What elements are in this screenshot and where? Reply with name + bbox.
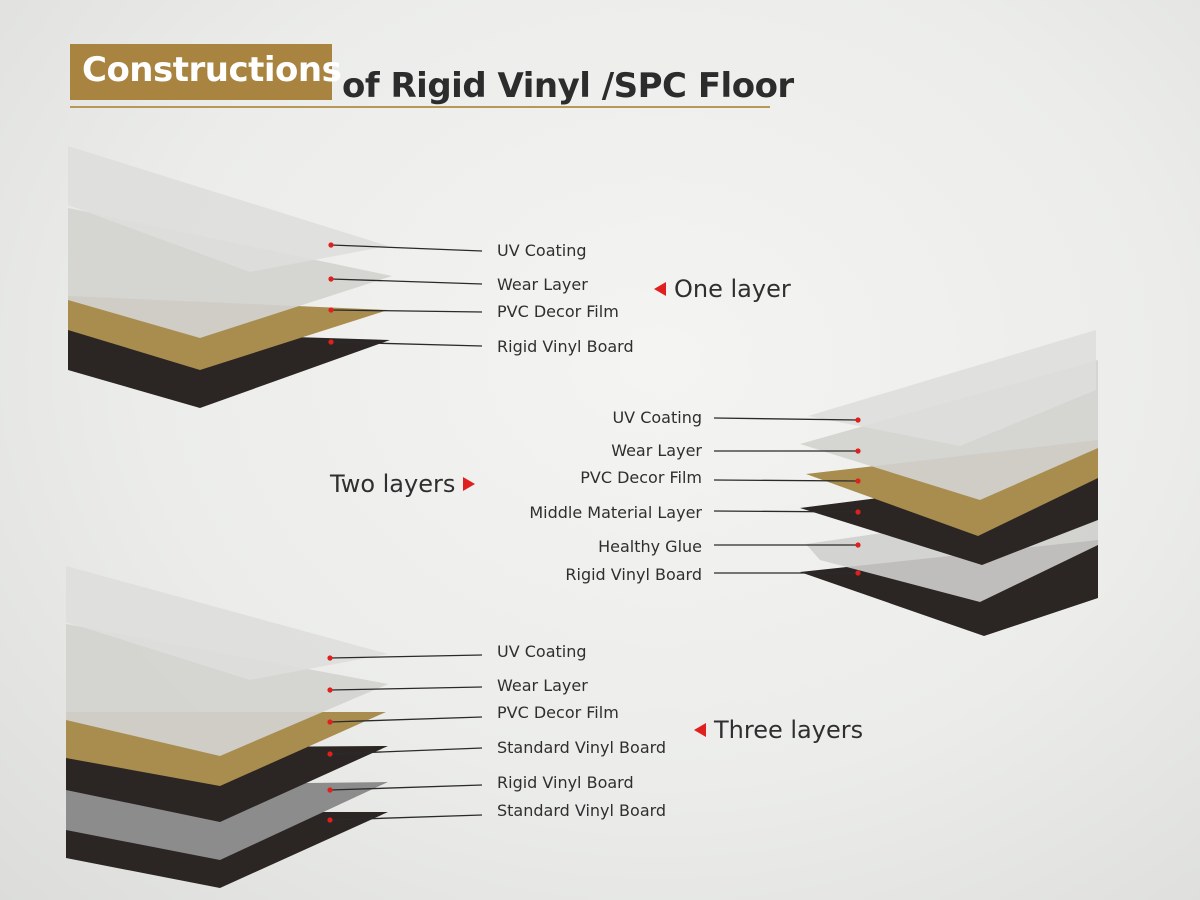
three-layers-group-label: Three layers xyxy=(694,716,863,744)
three-uv-coating-layer xyxy=(66,566,388,680)
three-leader-standard-vinyl-board xyxy=(329,747,483,755)
three-leader-wear-layer xyxy=(329,686,483,691)
two-marker-dot-healthy-glue xyxy=(855,542,861,548)
three-label-bottom-standard-vinyl-board: Standard Vinyl Board xyxy=(497,801,667,820)
three-label-uv-coating: UV Coating xyxy=(497,642,587,661)
one-uv-coating-layer xyxy=(68,146,388,272)
two-label-middle-material-layer: Middle Material Layer xyxy=(529,503,702,522)
title-highlight-text: Constructions xyxy=(82,50,342,90)
three-marker-dot-rigid-vinyl-board xyxy=(327,787,333,793)
two-label-wear-layer: Wear Layer xyxy=(611,441,702,460)
three-marker-dot-wear-layer xyxy=(327,687,333,693)
two-marker-dot-middle-material-layer xyxy=(855,509,861,515)
one-label-pvc-decor-film: PVC Decor Film xyxy=(497,302,619,321)
page-title: Constructions of Rigid Vinyl /SPC Floor xyxy=(70,44,794,124)
two-leader-pvc-decor-film xyxy=(713,479,859,482)
three-label-pvc-decor-film: PVC Decor Film xyxy=(497,703,619,722)
three-layers-group-text: Three layers xyxy=(714,716,864,744)
one-marker-dot-wear-layer xyxy=(328,276,334,282)
two-label-pvc-decor-film: PVC Decor Film xyxy=(580,468,702,487)
three-label-standard-vinyl-board: Standard Vinyl Board xyxy=(497,738,667,757)
three-marker-dot-pvc-decor-film xyxy=(327,719,333,725)
two-label-rigid-vinyl-board: Rigid Vinyl Board xyxy=(565,565,702,584)
three-wear-layer-layer xyxy=(66,624,388,756)
one-label-wear-layer: Wear Layer xyxy=(497,275,588,294)
arrow-right-icon xyxy=(463,477,476,491)
two-marker-dot-uv-coating xyxy=(855,417,861,423)
title-rest-text: of Rigid Vinyl /SPC Floor xyxy=(342,66,794,106)
three-label-rigid-vinyl-board: Rigid Vinyl Board xyxy=(497,773,634,792)
three-leader-rigid-vinyl-board xyxy=(329,784,483,791)
one-marker-dot-uv-coating xyxy=(328,242,334,248)
one-wear-layer-layer xyxy=(68,208,392,338)
three-leader-uv-coating xyxy=(329,654,483,659)
two-marker-dot-wear-layer xyxy=(855,448,861,454)
two-marker-dot-pvc-decor-film xyxy=(855,478,861,484)
one-leader-pvc-decor-film xyxy=(330,309,483,313)
one-label-uv-coating: UV Coating xyxy=(497,241,587,260)
two-leader-middle-material-layer xyxy=(713,510,859,513)
two-label-healthy-glue: Healthy Glue xyxy=(598,537,702,556)
two-leader-uv-coating xyxy=(713,417,859,421)
one-leader-rigid-vinyl-board xyxy=(330,341,483,347)
three-layers-stack xyxy=(66,566,388,888)
two-label-uv-coating: UV Coating xyxy=(612,408,702,427)
arrow-left-icon xyxy=(654,282,666,296)
title-underline xyxy=(70,106,770,108)
two-uv-coating-layer xyxy=(808,330,1096,446)
two-layers-group-text: Two layers xyxy=(330,470,456,498)
leader-lines xyxy=(327,242,861,823)
three-marker-dot-standard-vinyl-board xyxy=(327,751,333,757)
one-layer-group-label: One layer xyxy=(654,275,791,303)
two-marker-dot-rigid-vinyl-board xyxy=(855,570,861,576)
three-leader-pvc-decor-film xyxy=(329,716,483,723)
arrow-left-icon xyxy=(694,723,706,737)
one-marker-dot-pvc-decor-film xyxy=(328,307,334,313)
one-layer-stack xyxy=(68,146,392,408)
three-label-wear-layer: Wear Layer xyxy=(497,676,588,695)
three-marker-dot-uv-coating xyxy=(327,655,333,661)
one-layer-group-text: One layer xyxy=(674,275,791,303)
three-marker-dot-bottom-standard-vinyl-board xyxy=(327,817,333,823)
one-label-rigid-vinyl-board: Rigid Vinyl Board xyxy=(497,337,634,356)
one-marker-dot-rigid-vinyl-board xyxy=(328,339,334,345)
two-layers-group-label: Two layers xyxy=(330,470,476,498)
three-leader-bottom-standard-vinyl-board xyxy=(329,814,483,821)
title-highlight-box: Constructions xyxy=(70,44,342,100)
one-leader-uv-coating xyxy=(330,244,483,252)
one-leader-wear-layer xyxy=(330,278,483,285)
two-layers-stack xyxy=(800,330,1098,636)
